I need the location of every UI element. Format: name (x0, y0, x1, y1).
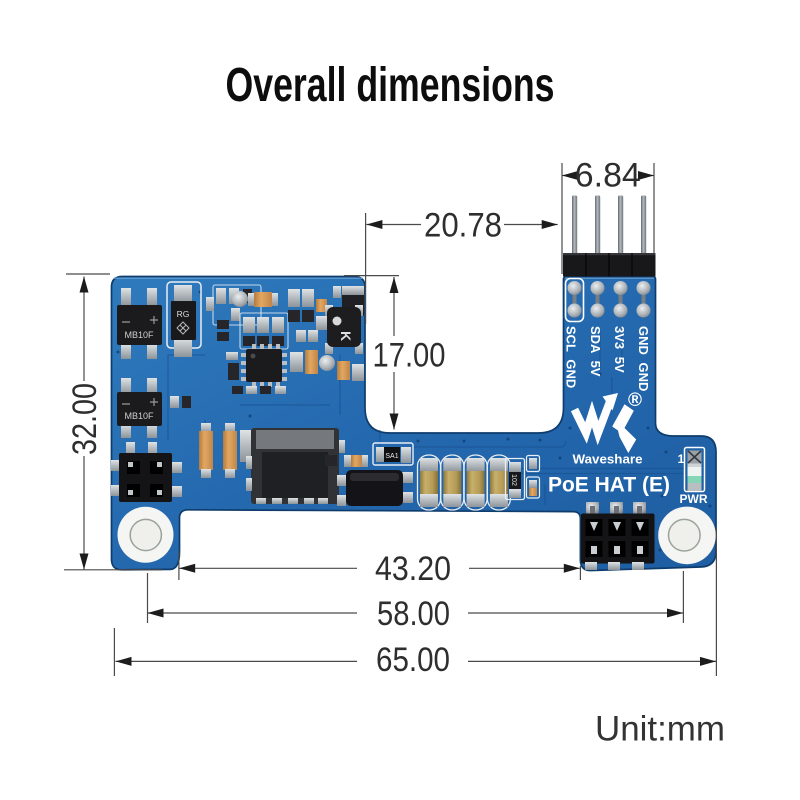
svg-text:®: ® (628, 390, 642, 411)
svg-text:6.84: 6.84 (575, 157, 641, 195)
svg-text:PWR: PWR (680, 492, 708, 506)
svg-text:20.78: 20.78 (424, 207, 502, 245)
svg-text:K: K (338, 331, 354, 341)
svg-text:MB10F: MB10F (124, 411, 154, 421)
svg-text:SCL GND: SCL GND (563, 326, 578, 388)
svg-text:MB10F: MB10F (124, 330, 154, 340)
svg-text:58.00: 58.00 (377, 595, 450, 633)
svg-text:Waveshare: Waveshare (573, 453, 643, 467)
svg-text:102: 102 (510, 474, 517, 486)
svg-text:SDA 5V: SDA 5V (588, 326, 603, 377)
svg-text:SA1: SA1 (385, 453, 398, 460)
svg-text:17.00: 17.00 (373, 337, 446, 375)
svg-text:RG: RG (177, 309, 190, 319)
svg-text:32.00: 32.00 (66, 383, 104, 455)
svg-text:PoE HAT (E): PoE HAT (E) (548, 474, 670, 497)
svg-text:GND GND: GND GND (636, 326, 651, 391)
svg-text:43.20: 43.20 (375, 550, 451, 588)
svg-text:65.00: 65.00 (376, 641, 450, 679)
svg-text:Overall dimensions: Overall dimensions (226, 59, 555, 112)
svg-text:1: 1 (678, 452, 685, 466)
svg-text:Unit:mm: Unit:mm (595, 710, 725, 749)
svg-text:3V3 5V: 3V3 5V (612, 326, 627, 373)
